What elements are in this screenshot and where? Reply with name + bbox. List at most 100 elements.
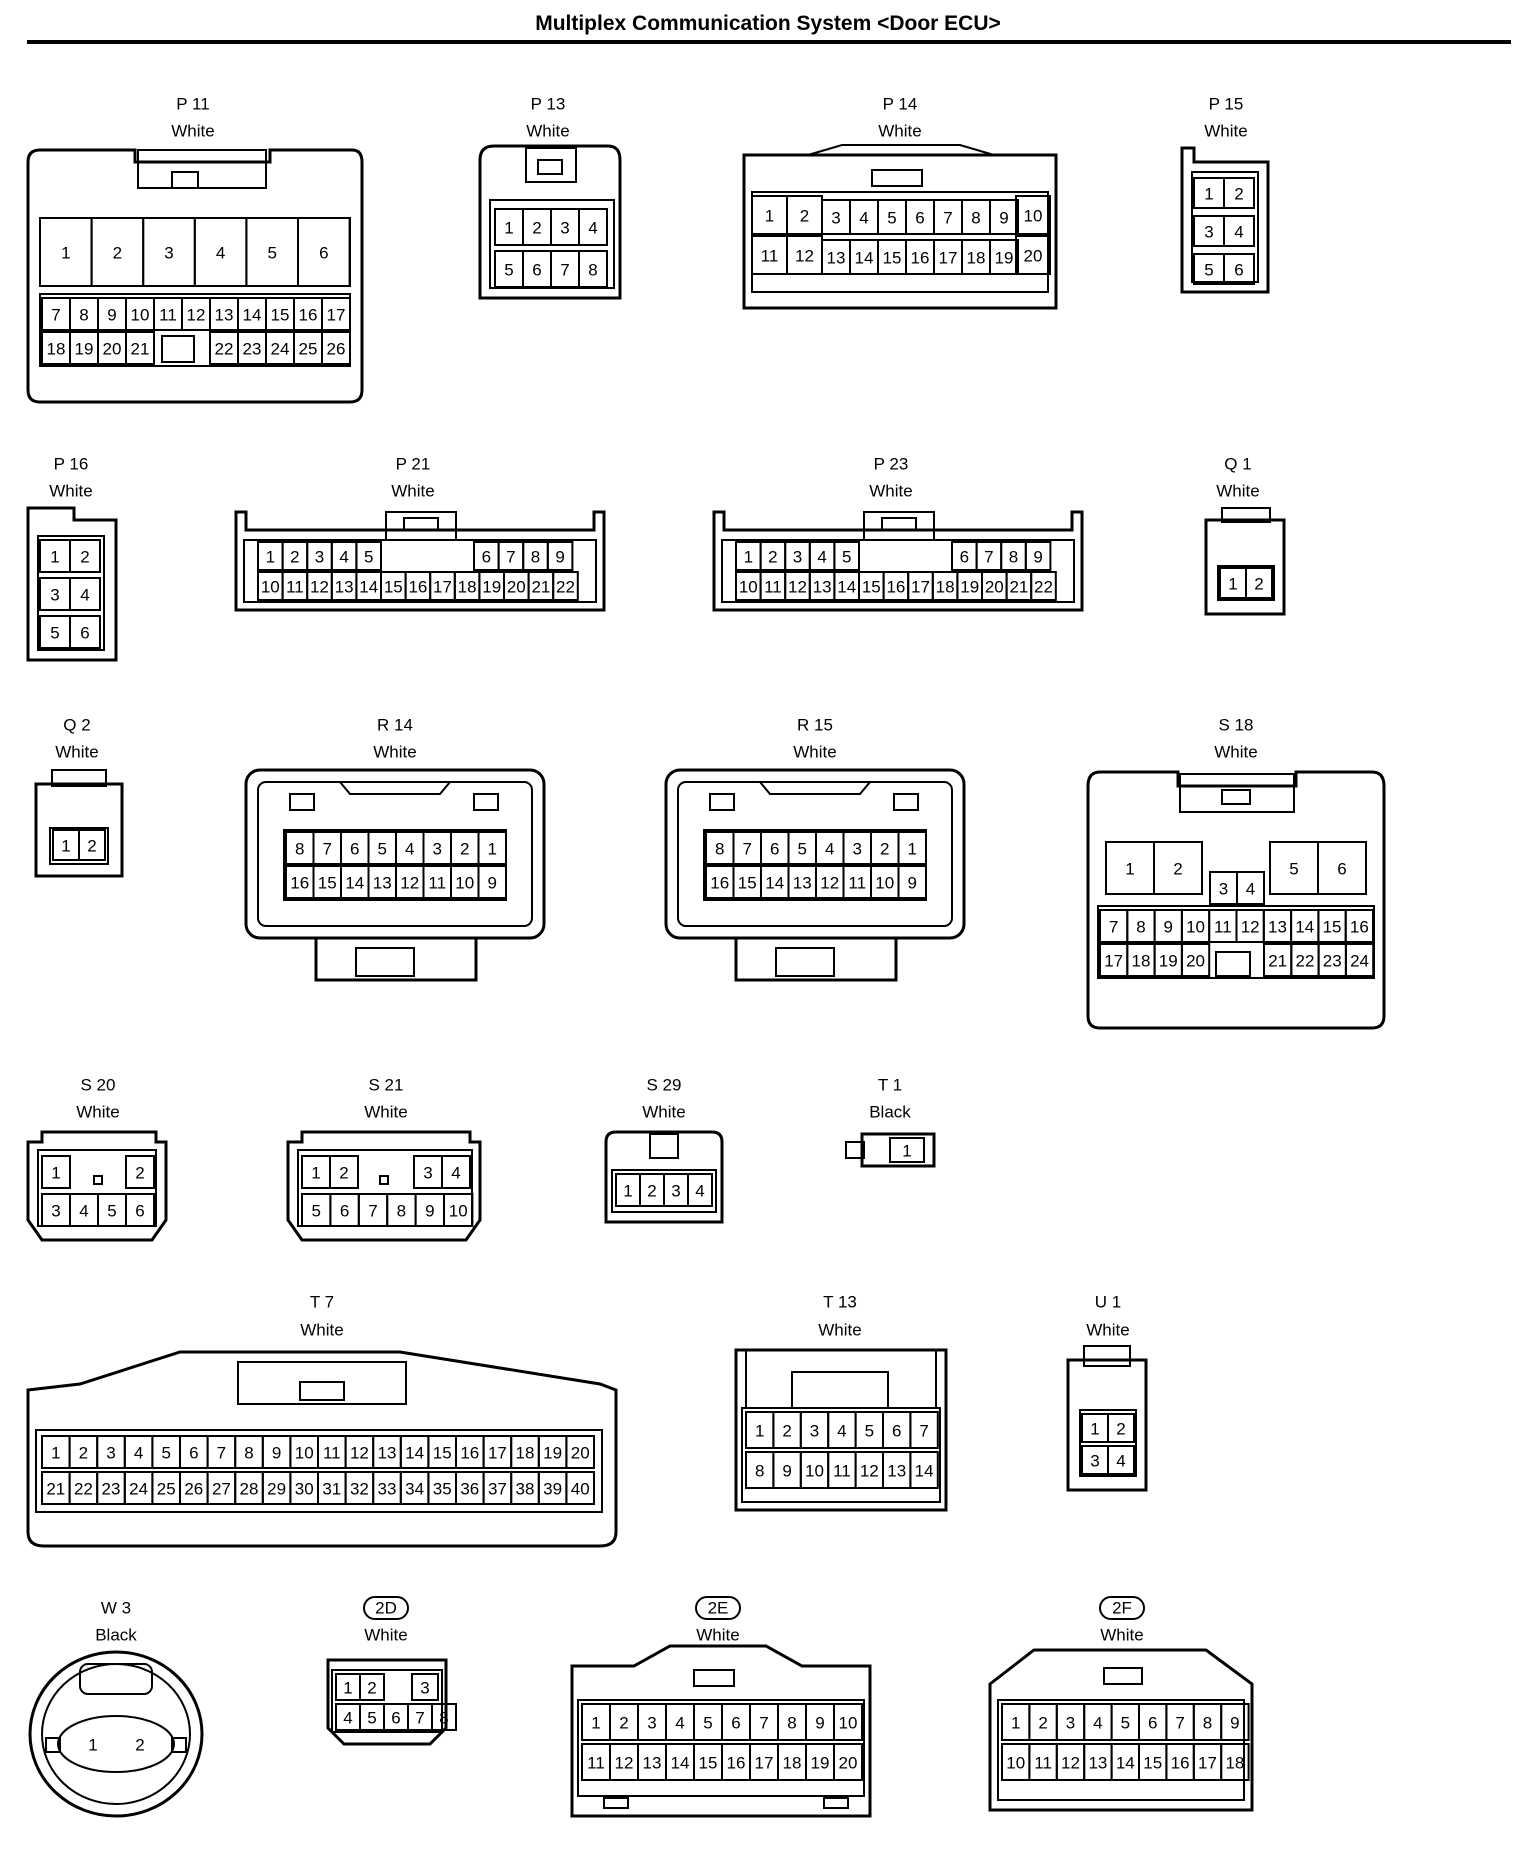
pin-number: 13 <box>643 1754 662 1773</box>
pin-number: 1 <box>50 548 59 567</box>
pin-number: 17 <box>1198 1754 1217 1773</box>
pin-number: 19 <box>995 249 1014 268</box>
pin-number: 26 <box>327 340 346 359</box>
pin-number: 1 <box>51 1444 60 1463</box>
pin-number: 3 <box>560 219 569 238</box>
pin-number: 10 <box>449 1202 468 1221</box>
pin-number: 1 <box>902 1142 911 1161</box>
pin-number: 8 <box>755 1462 764 1481</box>
pin-number: 4 <box>1093 1714 1102 1733</box>
pin-number: 1 <box>343 1679 352 1698</box>
pin-number: 10 <box>261 578 280 597</box>
pin-number: 11 <box>1034 1754 1052 1773</box>
pin-number: 13 <box>1268 918 1287 937</box>
pin-number: 23 <box>1323 952 1342 971</box>
pin-number: 9 <box>1033 548 1042 567</box>
pin-number: 10 <box>455 874 474 893</box>
pin-number: 11 <box>833 1462 851 1481</box>
pin-number: 5 <box>311 1202 320 1221</box>
pin-number: 9 <box>999 209 1008 228</box>
pin-number: 24 <box>129 1480 148 1499</box>
pin-number: 2 <box>647 1182 656 1201</box>
pin-number: 9 <box>782 1462 791 1481</box>
pin-number: 1 <box>61 244 70 263</box>
pin-number: 13 <box>813 578 832 597</box>
pin-number: 4 <box>859 209 868 228</box>
pin-number: 3 <box>1204 223 1213 242</box>
pin-number: 24 <box>1350 952 1369 971</box>
pin-number: 3 <box>1219 880 1228 899</box>
pin-number: 3 <box>831 209 840 228</box>
pin-number: 7 <box>51 306 60 325</box>
pin-number: 6 <box>1337 860 1346 879</box>
pin-number: 3 <box>433 840 442 859</box>
pin-number: 15 <box>271 306 290 325</box>
pin-number: 1 <box>504 219 513 238</box>
pin-number: 23 <box>102 1480 121 1499</box>
pin-number: 7 <box>1175 1714 1184 1733</box>
pin-number: 19 <box>811 1754 830 1773</box>
pin-number: 22 <box>74 1480 93 1499</box>
pin-number: 5 <box>161 1444 170 1463</box>
pin-number: 10 <box>739 578 758 597</box>
pin-number: 18 <box>936 578 955 597</box>
pin-number: 22 <box>1034 578 1053 597</box>
pin-number: 9 <box>908 874 917 893</box>
pin-number: 34 <box>405 1480 424 1499</box>
pin-number: 4 <box>837 1422 846 1441</box>
pin-number: 7 <box>919 1422 928 1441</box>
pin-number: 33 <box>378 1480 397 1499</box>
pin-number: 4 <box>588 219 597 238</box>
pin-number: 6 <box>960 548 969 567</box>
connector-color: White <box>878 122 921 141</box>
pin-number: 4 <box>451 1164 460 1183</box>
pin-number: 6 <box>340 1202 349 1221</box>
connector-id: S 18 <box>1219 716 1254 735</box>
pin-number: 15 <box>433 1444 452 1463</box>
pin-number: 4 <box>1246 880 1255 899</box>
connector-color: White <box>1216 482 1259 501</box>
pin-number: 8 <box>715 840 724 859</box>
pin-number: 2 <box>1234 185 1243 204</box>
pin-number: 12 <box>187 306 206 325</box>
pin-number: 9 <box>272 1444 281 1463</box>
connector-id: U 1 <box>1095 1293 1121 1312</box>
connector-id: P 15 <box>1209 95 1244 114</box>
connector-color: White <box>793 743 836 762</box>
pin-number: 19 <box>960 578 979 597</box>
pin-number: 5 <box>367 1709 376 1728</box>
pin-number: 10 <box>875 874 894 893</box>
connector-color: White <box>869 482 912 501</box>
connector-id: S 21 <box>369 1076 404 1095</box>
pin-number: 13 <box>373 874 392 893</box>
pin-number: 3 <box>853 840 862 859</box>
pin-number: 7 <box>984 548 993 567</box>
pin-number: 6 <box>915 209 924 228</box>
connector-id: Q 2 <box>63 716 90 735</box>
pin-number: 17 <box>939 249 958 268</box>
pin-number: 21 <box>131 340 150 359</box>
pin-number: 16 <box>408 578 427 597</box>
pin-number: 8 <box>588 261 597 280</box>
pin-number: 11 <box>761 247 779 266</box>
pin-number: 1 <box>488 840 497 859</box>
pin-number: 9 <box>1164 918 1173 937</box>
pin-number: 28 <box>240 1480 259 1499</box>
connector-color: White <box>1214 743 1257 762</box>
pin-number: 14 <box>345 874 364 893</box>
connector-color: Black <box>869 1103 911 1122</box>
connector-color: White <box>55 743 98 762</box>
connector-id: R 14 <box>377 716 413 735</box>
pin-number: 7 <box>560 261 569 280</box>
pin-number: 4 <box>134 1444 143 1463</box>
pin-number: 29 <box>267 1480 286 1499</box>
pin-number: 8 <box>244 1444 253 1463</box>
pin-number: 4 <box>817 548 826 567</box>
pin-number: 39 <box>543 1480 562 1499</box>
pin-number: 2 <box>339 1164 348 1183</box>
